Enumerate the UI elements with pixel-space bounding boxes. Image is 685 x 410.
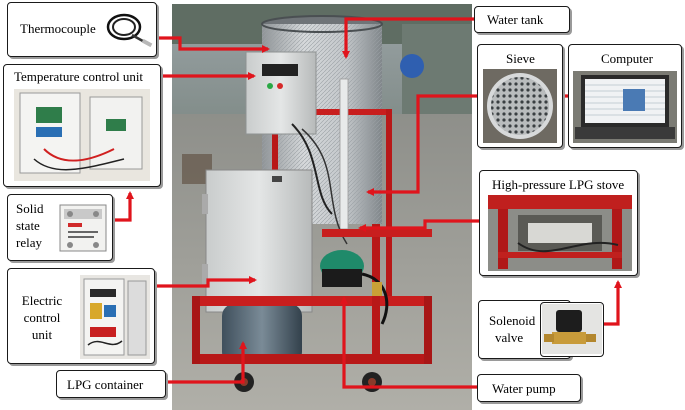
lpg-container-callout: LPG container bbox=[56, 370, 166, 398]
high-pressure-lpg-stove-callout: High-pressure LPG stove bbox=[479, 170, 638, 276]
solid-state-relay-label-line1: Solid bbox=[16, 201, 44, 216]
sieve-photo bbox=[483, 69, 557, 143]
thermocouple-cable-icon bbox=[106, 13, 153, 48]
sieve-callout: Sieve bbox=[477, 44, 563, 148]
apparatus-photo bbox=[172, 4, 472, 410]
computer-label: Computer bbox=[601, 51, 653, 66]
solid-state-relay-callout: Solid state relay bbox=[7, 194, 113, 261]
solid-state-relay-label-line3: relay bbox=[16, 235, 42, 250]
sieve-label: Sieve bbox=[506, 51, 535, 66]
solid-state-relay-photo bbox=[59, 204, 107, 252]
high-pressure-lpg-stove-photo bbox=[488, 195, 632, 271]
computer-callout: Computer bbox=[568, 44, 682, 148]
electric-control-unit-callout: Electric control unit bbox=[7, 268, 155, 364]
thermocouple-label: Thermocouple bbox=[20, 21, 96, 36]
thermocouple-callout: Thermocouple bbox=[7, 2, 157, 57]
solid-state-relay-label-line2: state bbox=[16, 218, 40, 233]
water-tank-label: Water tank bbox=[487, 12, 544, 27]
electric-control-unit-label-line1: Electric bbox=[21, 293, 63, 308]
water-pump-callout: Water pump bbox=[477, 374, 581, 402]
high-pressure-lpg-stove-label: High-pressure LPG stove bbox=[492, 177, 625, 192]
water-tank-callout: Water tank bbox=[474, 6, 570, 33]
water-pump-label: Water pump bbox=[492, 381, 556, 396]
computer-photo bbox=[573, 71, 677, 143]
solenoid-valve-photo-frame bbox=[540, 302, 604, 357]
solenoid-valve-label-line1: Solenoid bbox=[489, 313, 536, 328]
solenoid-valve-photo bbox=[542, 304, 602, 354]
solenoid-valve-label-line2: valve bbox=[495, 330, 524, 345]
electric-control-unit-photo bbox=[80, 275, 150, 359]
temperature-control-unit-callout: Temperature control unit bbox=[3, 64, 161, 187]
electric-control-unit-label-line2: control bbox=[23, 310, 61, 325]
electric-control-unit-label-line3: unit bbox=[31, 327, 53, 342]
temperature-control-unit-label: Temperature control unit bbox=[14, 69, 144, 84]
arrow-solid-state-relay bbox=[112, 191, 134, 222]
lpg-container-label: LPG container bbox=[67, 377, 144, 392]
temperature-control-unit-photo bbox=[14, 89, 150, 181]
